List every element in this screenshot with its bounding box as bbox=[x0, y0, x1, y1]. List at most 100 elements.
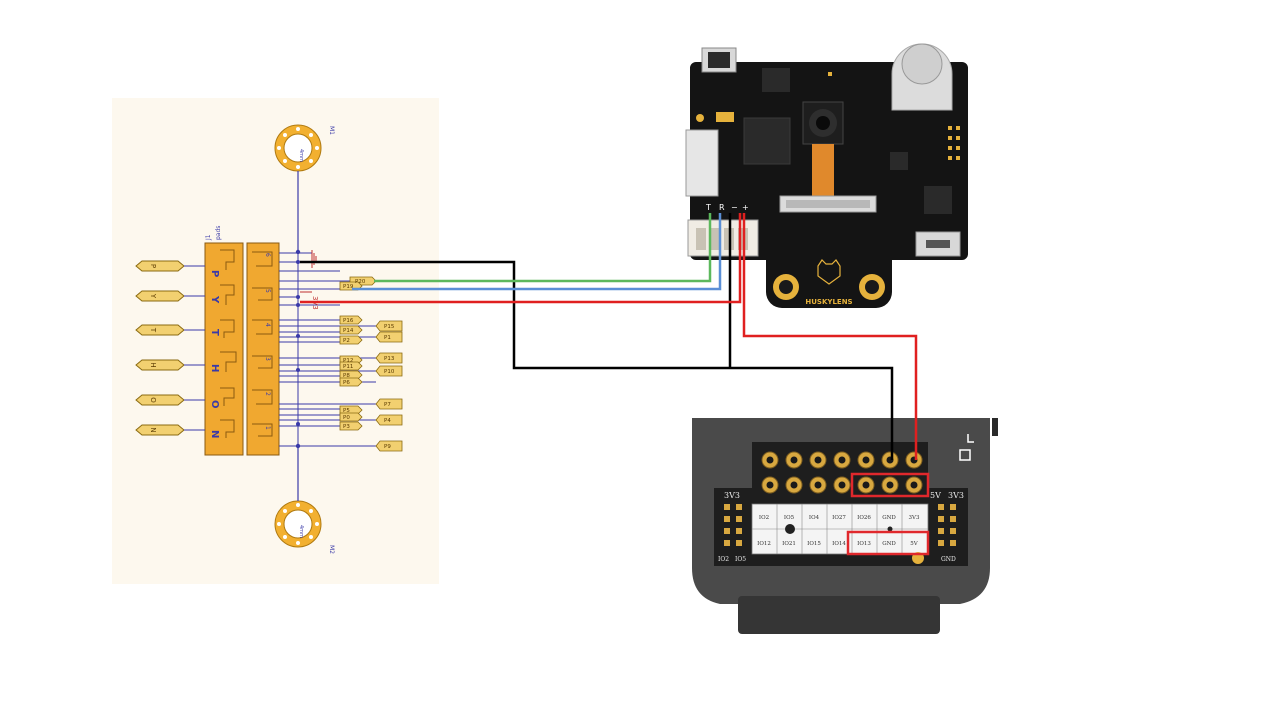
net-tag: P20 bbox=[355, 279, 366, 285]
mount-hole-m2-ref: M2 bbox=[328, 545, 335, 554]
chip-small bbox=[762, 68, 790, 92]
wire-vcc-huskylens bbox=[300, 213, 742, 304]
mount-hole-m1-ref: M1 bbox=[328, 126, 335, 135]
pin-number: 1 bbox=[264, 426, 271, 430]
pin-number: 2 bbox=[264, 392, 271, 396]
header-highlight bbox=[850, 472, 930, 498]
flag-label: H bbox=[149, 362, 157, 367]
chip-small bbox=[924, 186, 952, 214]
net-tag: P15 bbox=[384, 324, 395, 330]
label-gnd: GND bbox=[941, 556, 956, 563]
mount-hole-m1: 4mm M1 bbox=[274, 124, 335, 252]
pin-number: 4 bbox=[264, 323, 271, 327]
grid-label: IO4 bbox=[809, 515, 820, 521]
grid-label: IO21 bbox=[782, 541, 796, 547]
flag-labels: P Y T H O N bbox=[135, 260, 205, 436]
pin-letters: P Y T H O N bbox=[209, 270, 220, 438]
grid-label: IO15 bbox=[807, 541, 821, 547]
huskylens-logo-icon bbox=[817, 259, 841, 285]
label-3v3-left: 3V3 bbox=[724, 491, 740, 500]
huskylens-pin-labels: T R − + bbox=[705, 203, 749, 212]
header-pins bbox=[761, 451, 923, 494]
grid-highlight bbox=[846, 530, 930, 556]
pin-letter: Y bbox=[209, 295, 220, 304]
mount-hole-m1-size: 4mm bbox=[298, 149, 304, 162]
grid-label: IO14 bbox=[832, 541, 846, 547]
schematic-panel: 4mm M1 4mm M2 J1 pads bbox=[112, 98, 439, 584]
label-io2: IO2 bbox=[718, 556, 729, 563]
pin-label-r: R bbox=[719, 203, 725, 212]
grid-label: GND bbox=[882, 541, 896, 547]
net-tag: P19 bbox=[343, 284, 354, 290]
net-tag: P1 bbox=[384, 335, 391, 341]
grid-label: IO12 bbox=[757, 541, 771, 547]
net-tag: P3 bbox=[343, 424, 350, 430]
pin-numbers: 6 5 4 3 2 1 bbox=[264, 253, 271, 430]
pin-letter: P bbox=[209, 270, 220, 277]
grid-label: 3V3 bbox=[909, 515, 920, 521]
wire-tx bbox=[374, 213, 712, 283]
grid-label: IO26 bbox=[857, 515, 871, 521]
junction-dots bbox=[295, 249, 301, 449]
flag-label: T bbox=[149, 327, 157, 333]
main-chip bbox=[743, 117, 791, 165]
label-io5: IO5 bbox=[735, 556, 746, 563]
net-tag: P7 bbox=[384, 402, 391, 408]
pin-letter: H bbox=[209, 364, 220, 372]
net-tag: P8 bbox=[343, 373, 350, 379]
grid-label: IO2 bbox=[759, 515, 769, 521]
grid-label: IO13 bbox=[857, 541, 871, 547]
label-5v: 5V bbox=[930, 491, 941, 500]
net-tag: P0 bbox=[343, 415, 350, 421]
connector-j1: J1 pads bbox=[204, 226, 280, 456]
grid-label: 5V bbox=[910, 541, 918, 547]
flag-label: O bbox=[149, 397, 157, 403]
connector-value: pads bbox=[215, 226, 222, 240]
mount-hole-m2: 4mm M2 bbox=[274, 446, 335, 554]
pin-label-minus: − bbox=[731, 203, 738, 212]
wire-gnd bbox=[300, 260, 894, 460]
grid-label: GND bbox=[882, 515, 896, 521]
net-tag: P10 bbox=[384, 369, 395, 375]
net-tag: P6 bbox=[343, 380, 350, 386]
expansion-board: 3V3 5V 3V3 IO2 IO5 GND IO2 IO5 IO4 IO bbox=[686, 412, 998, 640]
wires bbox=[300, 213, 918, 460]
pin-letter: O bbox=[209, 400, 220, 409]
mount-hole-m2-size: 4mm bbox=[298, 525, 304, 538]
huskylens-board: T R − + HUSKYLENS bbox=[685, 43, 968, 308]
pin-number: 6 bbox=[264, 253, 271, 257]
flag-label: Y bbox=[149, 293, 157, 299]
wire-rx bbox=[352, 213, 722, 291]
grid-label: IO5 bbox=[784, 515, 795, 521]
camera-flex-cable bbox=[812, 144, 834, 196]
label-3v3-right: 3V3 bbox=[948, 491, 964, 500]
wire-vcc-expansion bbox=[742, 213, 918, 460]
net-tag: P9 bbox=[384, 444, 391, 450]
net-tags-left: P20 P19 P16 P14 P2 P12 P11 P8 P6 P5 P0 P… bbox=[339, 276, 377, 431]
grid-label: IO27 bbox=[832, 515, 846, 521]
net-tag: P14 bbox=[343, 328, 354, 334]
sd-slot bbox=[685, 129, 719, 197]
flag-label: P bbox=[149, 264, 157, 268]
chip-small bbox=[890, 152, 908, 170]
net-tag: P12 bbox=[343, 358, 353, 364]
net-lines bbox=[279, 252, 376, 447]
net-tag: P4 bbox=[384, 418, 391, 424]
flag-label: N bbox=[149, 427, 157, 432]
pin-number: 3 bbox=[264, 357, 271, 361]
pin-label-t: T bbox=[705, 203, 711, 212]
connector-ref: J1 bbox=[205, 234, 212, 241]
net-tag: P13 bbox=[384, 356, 395, 362]
pin-number: 5 bbox=[264, 289, 271, 293]
net-tags-right: P15 P1 P13 P10 P7 P4 P9 bbox=[375, 320, 403, 452]
pin-letter: N bbox=[209, 430, 220, 438]
expansion-labels: 3V3 5V 3V3 IO2 IO5 GND bbox=[718, 491, 964, 563]
pin-letter: T bbox=[209, 329, 220, 336]
net-tag: P11 bbox=[343, 364, 353, 370]
huskylens-brand: HUSKYLENS bbox=[805, 298, 852, 306]
pin-label-plus: + bbox=[742, 203, 749, 212]
side-pads bbox=[724, 504, 956, 546]
pin-grid: IO2 IO5 IO4 IO27 IO26 GND 3V3 IO12 IO21 … bbox=[751, 503, 930, 564]
net-tag: P16 bbox=[343, 318, 354, 324]
